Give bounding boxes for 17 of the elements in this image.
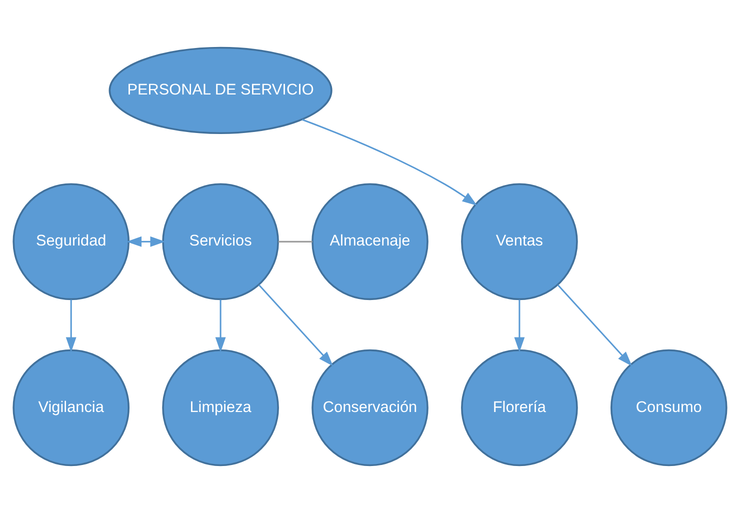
arrow xyxy=(258,284,334,366)
arrow xyxy=(557,284,632,366)
node-circle: Conservación xyxy=(312,348,428,466)
arrow xyxy=(126,236,166,246)
node-ellipse: PERSONAL DE SERVICIO xyxy=(108,46,332,134)
arrow xyxy=(514,299,525,352)
node-circle: Seguridad xyxy=(12,182,130,300)
node-circle: Vigilancia xyxy=(12,348,130,466)
node-circle: Almacenaje xyxy=(312,182,428,300)
node-circle: Limpieza xyxy=(162,348,279,466)
node-circle: Servicios xyxy=(162,182,279,300)
arrow xyxy=(66,299,76,352)
arrow xyxy=(302,118,478,206)
node-circle: Florería xyxy=(461,348,578,466)
arrow xyxy=(215,299,226,352)
connector xyxy=(278,240,312,242)
node-circle: Consumo xyxy=(610,348,728,466)
